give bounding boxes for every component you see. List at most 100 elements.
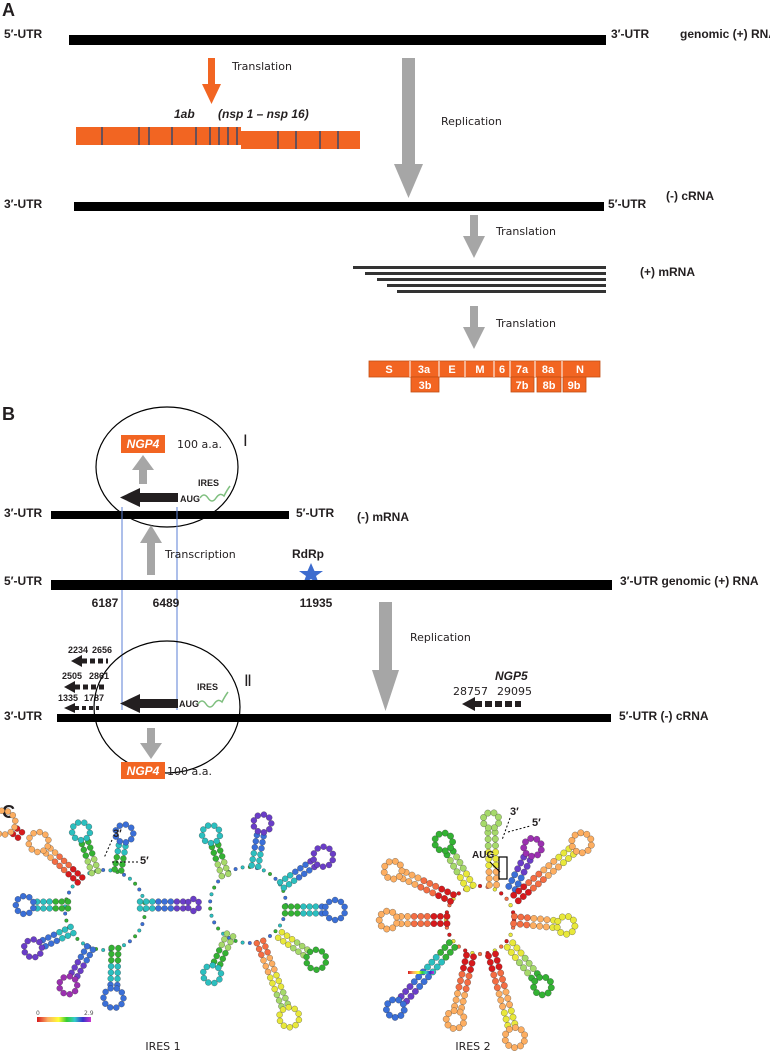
ngp4-box-top [121, 435, 165, 453]
genomic-5utr-label-b: 5′-UTR [4, 574, 43, 588]
roman-i: Ⅰ [243, 433, 248, 450]
scale-min: 0 [36, 1010, 40, 1017]
genomic-3utr-label: 3′-UTR [611, 27, 650, 41]
genomic-rna-line [69, 35, 606, 45]
circle-i [95, 406, 239, 528]
panel-a-label: A [2, 0, 15, 20]
orf1ab-polyprotein [76, 127, 360, 149]
translation-arrow-3 [463, 306, 485, 349]
ires2-3prime: 3′ [510, 806, 519, 818]
color-scale-bar [37, 1017, 91, 1022]
replication-label-b: Replication [410, 631, 471, 644]
frag3-start: 1335 [58, 693, 78, 703]
nsp-range-label: (nsp 1 – nsp 16) [218, 107, 309, 121]
color-scale-bar-2 [408, 971, 434, 974]
genomic-5utr-label: 5′-UTR [4, 27, 43, 41]
fragment-arrow-2 [64, 681, 104, 693]
aug-label-top: AUG [180, 494, 200, 504]
gene-7a: 7a [516, 364, 529, 376]
ngp4-label-top: NGP4 [127, 437, 160, 451]
caption-ires2: IRES 2 [455, 1040, 490, 1053]
ngp4-arrow-top [120, 488, 178, 507]
ires2-aug-label: AUG [472, 850, 494, 861]
crna-line-b [57, 714, 611, 722]
gene-e: E [448, 364, 455, 376]
translation-label-2: Translation [495, 225, 556, 238]
scale-max: 2.9 [84, 1010, 94, 1017]
gene-6: 6 [499, 364, 505, 376]
translation-arrow-ngp4-bottom [140, 728, 162, 759]
translation-label-3: Translation [495, 317, 556, 330]
rdrp-label: RdRp [292, 547, 324, 561]
ires2-aug-box [498, 856, 508, 880]
pos-11935: 11935 [300, 596, 333, 610]
subgenomic-mrnas [353, 266, 606, 293]
gene-3a: 3a [418, 364, 431, 376]
crna-3utr-label-b: 3′-UTR [4, 709, 43, 723]
fragment-arrow-3 [64, 703, 99, 713]
ires-structure-top [199, 485, 231, 502]
ires2-5prime-leader [507, 825, 531, 833]
pos-6489: 6489 [153, 596, 180, 610]
frag1-end: 2656 [92, 645, 112, 655]
gene-9b: 9b [568, 380, 581, 392]
genomic-rna-name: genomic (+) RNA [680, 27, 770, 41]
crna-label-b: 5′-UTR (-) cRNA [619, 709, 709, 723]
gene-8b: 8b [543, 380, 556, 392]
aug-label-bottom: AUG [179, 699, 199, 709]
gene-8a: 8a [542, 364, 555, 376]
crna-3utr-label: 3′-UTR [4, 197, 43, 211]
ngp5-end: 29095 [497, 685, 532, 698]
ires2-5prime: 5′ [532, 817, 541, 829]
pos-6187: 6187 [92, 596, 119, 610]
caption-ires1: IRES 1 [145, 1040, 180, 1053]
gene-7b: 7b [516, 380, 529, 392]
ngp5-label: NGP5 [495, 669, 528, 683]
roman-ii: Ⅱ [244, 673, 252, 690]
replication-arrow-a [394, 58, 423, 198]
gene-s: S [385, 364, 392, 376]
ires1-3prime: 3′ [113, 828, 122, 840]
gene-n: N [576, 364, 584, 376]
translation-arrow-orange [202, 58, 221, 104]
circle-ii [93, 640, 241, 774]
mrna-3utr-label: 3′-UTR [4, 506, 43, 520]
gene-m: M [475, 364, 484, 376]
ngp5-arrow [462, 697, 521, 711]
transcription-arrow [140, 525, 162, 575]
orf-1ab-label: 1ab [174, 107, 195, 121]
ires2-3prime-leader [501, 817, 511, 841]
frag1-start: 2234 [68, 645, 88, 655]
structural-genes [368, 360, 601, 393]
fragment-arrow-1 [71, 655, 108, 667]
ires1-3prime-leader [103, 839, 113, 859]
replication-arrow-b [372, 602, 399, 711]
crna-5utr-label: 5′-UTR [608, 197, 647, 211]
frag2-end: 2861 [89, 671, 109, 681]
ires2-structure [375, 809, 595, 1051]
ngp5-start: 28757 [453, 685, 488, 698]
frag2-start: 2505 [62, 671, 82, 681]
mrna-5utr-label: 5′-UTR [296, 506, 335, 520]
ngp4-arrow-bottom [120, 694, 178, 713]
replication-label-a: Replication [441, 115, 502, 128]
gene-3b: 3b [419, 380, 432, 392]
minus-mrna-name: (-) mRNA [357, 510, 409, 524]
crna-name-a: (-) cRNA [666, 189, 714, 203]
minus-mrna-line [51, 511, 289, 519]
translation-arrow-2 [463, 215, 485, 258]
mapping-lines [121, 507, 178, 710]
rdrp-star-icon [299, 563, 323, 584]
genomic-label-b: 3′-UTR genomic (+) RNA [620, 574, 759, 588]
genomic-rna-line-b [51, 580, 612, 590]
ires1-5prime: 5′ [140, 855, 149, 867]
ires-label-bottom: IRES [197, 682, 218, 692]
ires-structure-bottom [197, 691, 229, 708]
ires2-aug-pointer [489, 861, 501, 873]
ngp4-label-bottom: NGP4 [127, 764, 160, 778]
ngp4-box-bottom [121, 762, 165, 779]
translation-arrow-ngp4-top [132, 455, 154, 484]
translation-label-1: Translation [231, 60, 292, 73]
mrna-label: (+) mRNA [640, 265, 695, 279]
